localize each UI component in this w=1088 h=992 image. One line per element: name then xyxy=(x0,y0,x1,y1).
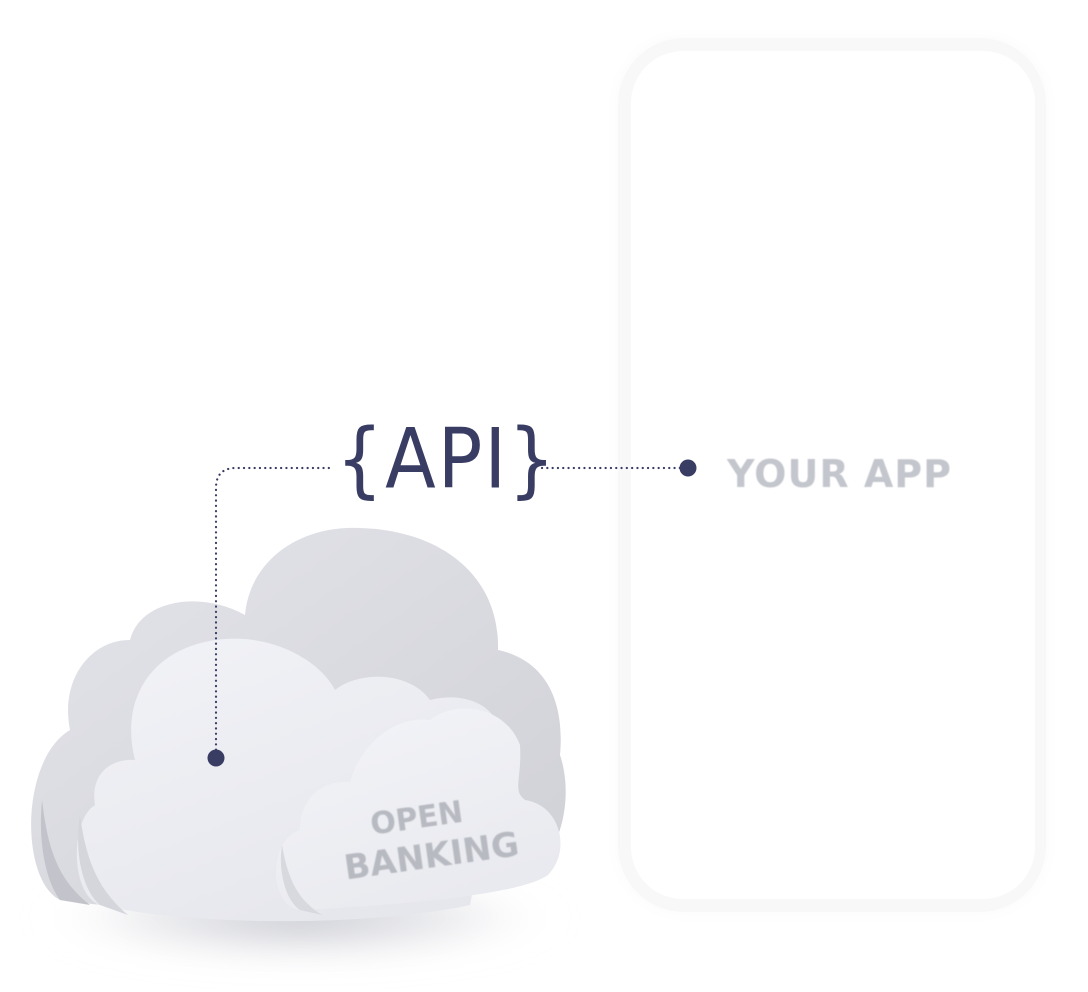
phone-screen xyxy=(631,51,1035,899)
your-app-label: YOUR APP xyxy=(727,452,952,496)
open-banking-cloud: OPEN BANKING xyxy=(276,708,561,915)
api-label: {API} xyxy=(336,411,558,508)
app-connector-dot xyxy=(679,459,697,477)
cloud-connector-dot xyxy=(207,749,225,767)
